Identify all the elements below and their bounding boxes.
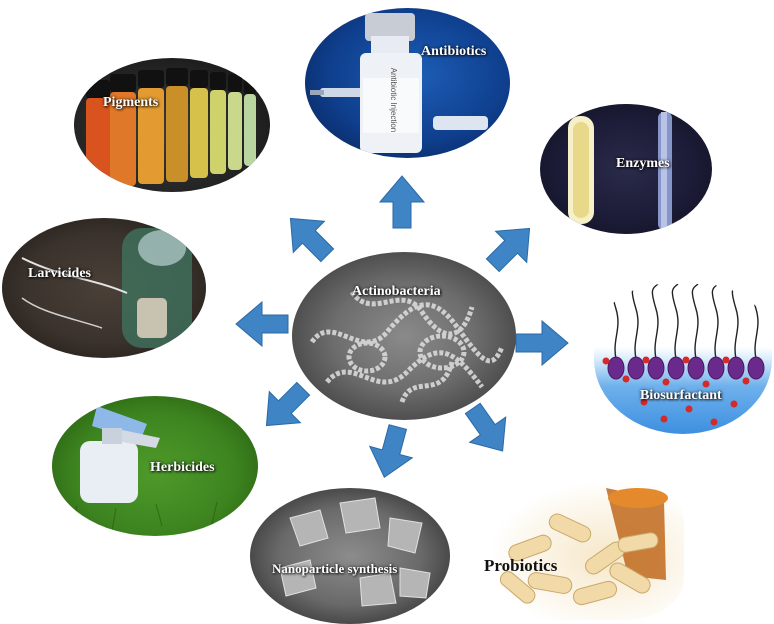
larvicides-image xyxy=(2,218,206,358)
spray-bottle-graphic xyxy=(71,406,218,532)
vial-text: Antibiotic Injection xyxy=(389,68,398,132)
enzymes-label: Enzymes xyxy=(616,156,670,171)
pigments-label: Pigments xyxy=(103,95,159,110)
bacterial-chains-graphic xyxy=(309,290,505,403)
actinobacteria-label: Actinobacteria xyxy=(352,284,441,299)
antibiotics-label: Antibiotics xyxy=(421,44,487,59)
enzyme-streaks-graphic xyxy=(568,112,672,230)
antibiotics-image: Antibiotic Injection xyxy=(305,8,510,158)
probiotics-image xyxy=(488,480,684,620)
arrow-to-pigments xyxy=(274,202,344,272)
biosurfactant-label: Biosurfactant xyxy=(640,388,722,403)
biosurfactant-image xyxy=(594,284,772,434)
nanoparticle-crystals-graphic xyxy=(279,497,431,607)
arrow-to-antibiotics xyxy=(379,175,425,229)
nanoparticle-image xyxy=(250,488,450,624)
arrow-to-enzymes xyxy=(476,212,546,282)
arrow-to-biosurfactant xyxy=(515,320,569,366)
arrow-to-probiotics xyxy=(454,395,522,465)
larvicides-label: Larvicides xyxy=(28,266,91,281)
probiotics-label: Probiotics xyxy=(484,556,558,575)
larvicide-sprayer-graphic xyxy=(21,228,192,348)
arrow-to-herbicides xyxy=(250,372,320,442)
nanoparticle-label: Nanoparticle synthesis xyxy=(272,561,398,576)
actinobacteria-image xyxy=(292,252,516,420)
herbicides-label: Herbicides xyxy=(150,460,215,475)
arrow-to-larvicides xyxy=(235,301,289,347)
capsules-graphic xyxy=(499,488,668,606)
enzymes-image xyxy=(540,104,712,234)
vial-graphic: Antibiotic Injection xyxy=(310,13,488,153)
herbicides-image xyxy=(52,396,258,536)
arrow-to-nanoparticle xyxy=(362,420,420,484)
